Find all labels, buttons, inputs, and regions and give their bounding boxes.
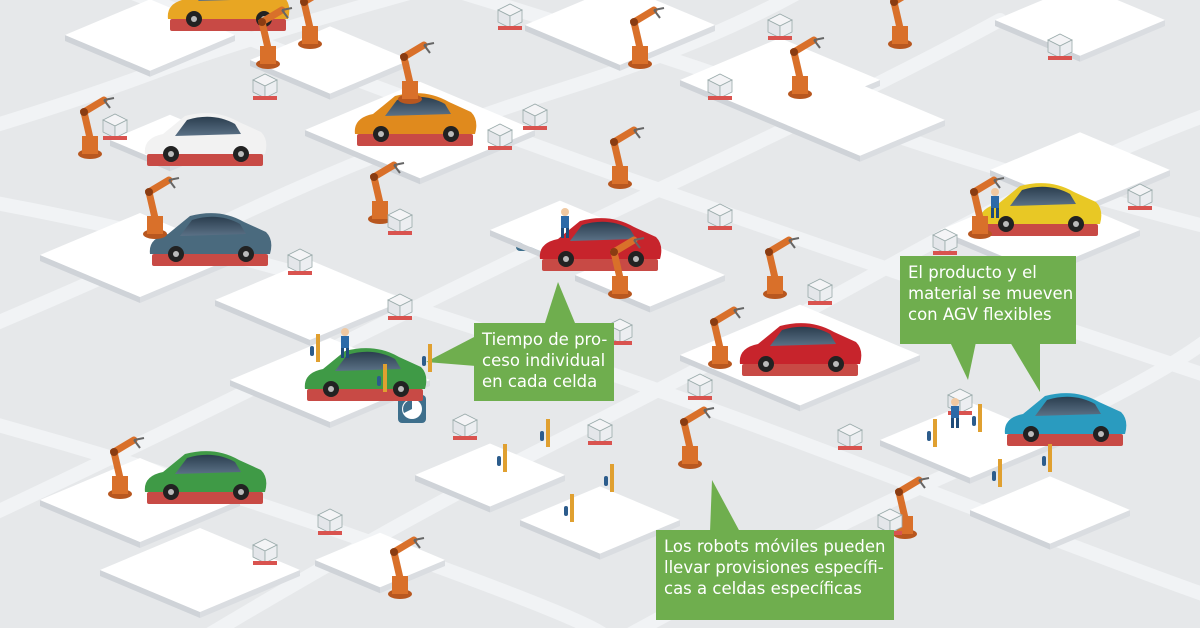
robot-arm-icon — [608, 126, 645, 189]
cell-platform — [315, 532, 445, 594]
robot-arm-icon — [298, 0, 322, 49]
cell-platform — [520, 486, 680, 560]
callout-time-tail — [426, 336, 476, 366]
cell-platform — [995, 0, 1165, 62]
cell-platform — [100, 528, 300, 618]
callout-robots-tail — [710, 480, 740, 532]
robot-arm-icon — [608, 236, 645, 299]
car-icon — [539, 218, 662, 271]
supply-crate-icon — [252, 73, 278, 100]
agv-post — [564, 494, 574, 522]
robot-arm-icon — [368, 161, 405, 224]
supply-crate-icon — [837, 423, 863, 450]
car-icon — [354, 93, 477, 146]
supply-crate-icon — [102, 113, 128, 140]
agv-post — [497, 444, 507, 472]
supply-crate-icon — [487, 123, 513, 150]
robot-arm-icon — [678, 406, 715, 469]
supply-crate-icon — [932, 228, 958, 255]
car-icon — [304, 348, 427, 401]
agv-post — [377, 364, 387, 392]
supply-crate-icon — [587, 418, 613, 445]
worker-icon — [991, 188, 999, 218]
worker-icon — [341, 328, 349, 358]
supply-crate-icon — [287, 248, 313, 275]
callout-line: El producto y el — [908, 263, 1037, 282]
supply-crate-icon — [387, 208, 413, 235]
callout-line: cas a celdas específicas — [664, 579, 862, 598]
supply-crate-icon — [707, 73, 733, 100]
car-icon — [167, 0, 290, 31]
robot-arm-icon — [968, 176, 1005, 239]
worker-icon — [951, 398, 959, 428]
car-icon — [144, 451, 267, 504]
supply-crate-icon — [687, 373, 713, 400]
cell-platform — [775, 84, 945, 162]
robot-arm-icon — [788, 36, 825, 99]
supply-crate-icon — [252, 538, 278, 565]
robot-arm-icon — [888, 0, 912, 49]
callout-line: en cada celda — [482, 372, 598, 391]
supply-crate-icon — [877, 508, 903, 535]
robot-arm-icon — [708, 306, 745, 369]
cell-platform — [250, 26, 410, 100]
supply-crate-icon — [317, 508, 343, 535]
callout-line: material se mueven — [908, 284, 1074, 303]
agv-post — [422, 344, 432, 372]
supply-crate-icon — [1047, 33, 1073, 60]
robot-arm-icon — [628, 6, 665, 69]
callout-line: Tiempo de pro- — [482, 330, 608, 349]
car-icon — [979, 183, 1102, 236]
cell-platform — [970, 476, 1130, 550]
cell-platform — [215, 260, 405, 346]
callout-line: Los robots móviles pueden — [664, 537, 886, 556]
agv-post — [604, 464, 614, 492]
callout-time-tail-2 — [545, 282, 575, 323]
callout-agv-tail — [950, 342, 976, 380]
agv-post — [540, 419, 550, 447]
robot-arm-icon — [388, 536, 425, 599]
supply-crate-icon — [707, 203, 733, 230]
supply-crate-icon — [807, 278, 833, 305]
supply-crate-icon — [1127, 183, 1153, 210]
robot-arm-icon — [893, 476, 930, 539]
callout-agv-tail-2 — [1010, 342, 1040, 392]
callout-mobile-robots: Los robots móviles pueden llevar provisi… — [656, 530, 894, 620]
robot-arm-icon — [143, 176, 180, 239]
supply-crate-icon — [387, 293, 413, 320]
supply-crate-icon — [522, 103, 548, 130]
supply-crate-icon — [452, 413, 478, 440]
robot-arm-icon — [78, 96, 115, 159]
agv-post — [310, 334, 320, 362]
callout-line: ceso individual — [482, 351, 606, 370]
agv-post — [992, 459, 1002, 487]
supply-crate-icon — [497, 3, 523, 30]
supply-crate-icon — [767, 13, 793, 40]
car-icon — [144, 113, 267, 166]
agv-post — [1042, 444, 1052, 472]
robot-arm-icon — [763, 236, 800, 299]
callout-line: con AGV flexibles — [908, 305, 1052, 324]
robot-arm-icon — [108, 436, 145, 499]
robot-arm-icon — [398, 41, 435, 104]
worker-icon — [561, 208, 569, 238]
callout-line: llevar provisiones específi- — [664, 558, 884, 577]
callout-cycle-time: Tiempo de pro- ceso individual en cada c… — [474, 323, 614, 401]
agv-post — [972, 404, 982, 432]
robot-arm-icon — [256, 6, 293, 69]
car-icon — [1004, 393, 1127, 446]
cell-platform — [415, 443, 565, 513]
agv-post — [927, 419, 937, 447]
callout-agv: El producto y el material se mueven con … — [900, 256, 1076, 344]
car-icon — [149, 213, 272, 266]
clock-icon — [398, 395, 426, 423]
car-icon — [739, 323, 862, 376]
